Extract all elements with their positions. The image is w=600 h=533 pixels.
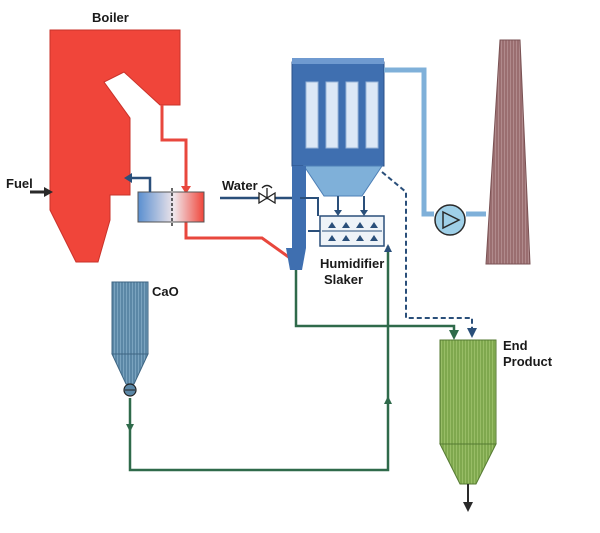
- slaker-feed-arrow-2: [360, 210, 368, 216]
- cao-feed-arrow-up: [384, 396, 392, 404]
- slaker-label: Slaker: [324, 272, 363, 287]
- humidifier-slaker: [308, 215, 385, 247]
- valve-icon: [258, 184, 276, 205]
- fuel-label: Fuel: [6, 176, 33, 191]
- rotary-feeder-icon: [123, 383, 137, 397]
- cao-feed-arrow-down: [126, 424, 134, 432]
- slaker-feed-arrow-1: [334, 210, 342, 216]
- boiler: [49, 29, 181, 263]
- reactor-column: [286, 166, 306, 270]
- reactor-discharge-arrow: [449, 330, 459, 340]
- air-return-line: [130, 176, 152, 192]
- fan-icon: [434, 204, 466, 236]
- slaker-return-arrow: [384, 244, 392, 252]
- air-preheater: [137, 191, 205, 223]
- cao-feed-line: [128, 246, 390, 472]
- air-return-arrow: [124, 173, 132, 183]
- reactor-discharge-line: [294, 270, 456, 334]
- end-product-silo: [439, 339, 497, 485]
- water-label: Water: [222, 178, 258, 193]
- flue-gas-line: [160, 105, 291, 260]
- clean-gas-duct: [384, 67, 486, 217]
- boiler-label: Boiler: [92, 10, 129, 25]
- cao-label: CaO: [152, 284, 179, 299]
- cao-silo: [111, 281, 149, 385]
- fly-ash-line: [381, 171, 473, 332]
- baghouse: [291, 58, 385, 197]
- humidifier-label: Humidifier: [320, 256, 384, 271]
- fly-ash-arrow: [467, 328, 477, 338]
- end-label: End: [503, 338, 528, 353]
- product-label: Product: [503, 354, 553, 369]
- slaker-feed-lines: [300, 196, 365, 216]
- stack: [485, 39, 531, 265]
- fuel-arrow: [30, 187, 53, 197]
- end-product-discharge: [463, 484, 473, 512]
- flue-gas-arrow: [181, 186, 191, 194]
